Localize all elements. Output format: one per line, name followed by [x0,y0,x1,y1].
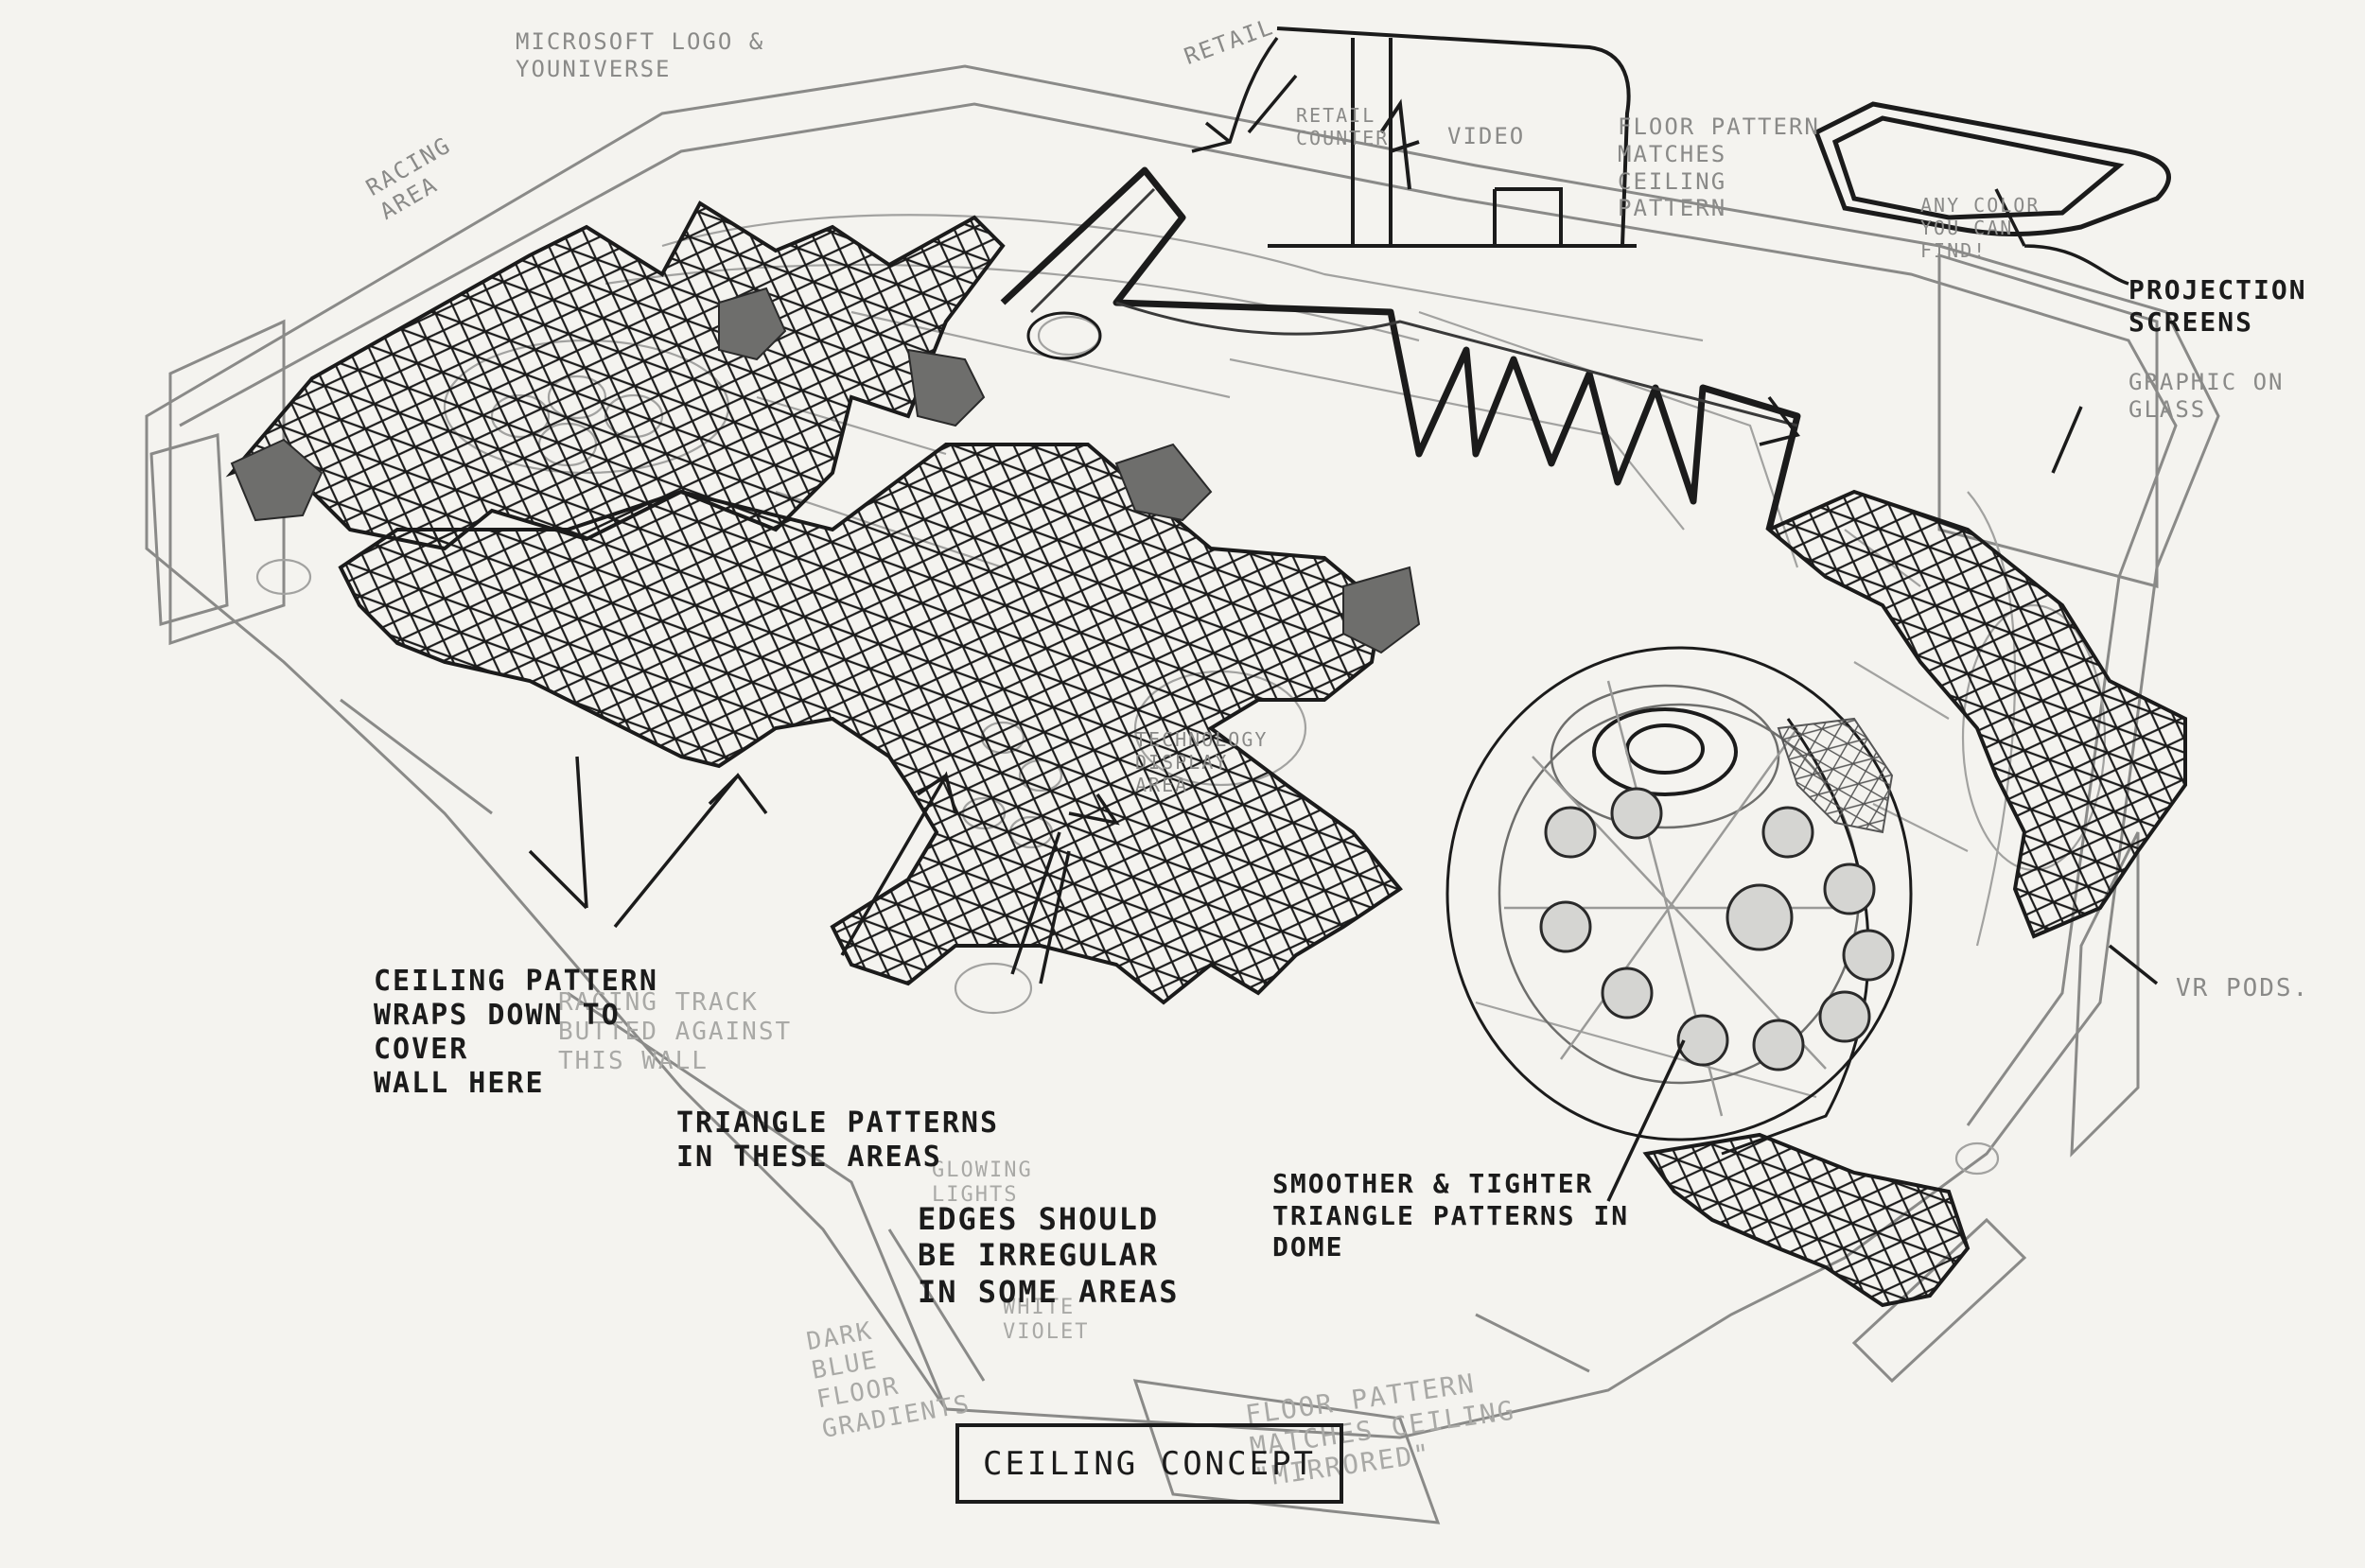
note-violet: WHITE VIOLET [1003,1296,1090,1345]
note-racing-track: RACING TRACK BUTTED AGAINST THIS WALL [558,988,793,1076]
vr-pod-ring [1539,787,1895,1071]
note-glowing: GLOWING LIGHTS [932,1159,1033,1208]
ceiling-panel-left [225,200,1006,551]
note-ceiling-wraps: CEILING PATTERN WRAPS DOWN TO COVER WALL… [374,965,658,1100]
retail-inner-wall [1029,187,1798,427]
note-vr-pods: VR PODS. [2176,974,2310,1002]
retail-zigzag-wall [1000,166,1801,531]
note-triangle-patterns: TRIANGLE PATTERNS IN THESE AREAS [676,1106,1000,1174]
ceiling-panel-bottom [1642,1132,1971,1308]
projection-screen-ring [1813,101,2171,236]
note-projection-screens: PROJECTION SCREENS [2128,274,2307,338]
ceiling-panel-right [1765,489,2187,939]
note-retail-counter: RETAIL COUNTER [1296,104,1390,149]
page-title: CEILING CONCEPT [982,1444,1317,1483]
retail-elevation [1268,26,1637,248]
title-block: CEILING CONCEPT [955,1423,1343,1504]
note-any-color: ANY COLOR YOU CAN FIND! [1920,194,2041,262]
dome-lattice [1777,717,1894,834]
note-graphic-on-glass: GRAPHIC ON GLASS [2128,369,2285,423]
dome [1445,646,1913,1156]
note-floor-pattern-matches: FLOOR PATTERN MATCHES CEILING PATTERN [1618,113,1820,222]
note-smoother-tighter: SMOOTHER & TIGHTER TRIANGLE PATTERNS IN … [1272,1168,1630,1263]
note-edges-irregular: EDGES SHOULD BE IRREGULAR IN SOME AREAS [918,1201,1180,1310]
shaded-nodes [230,287,1421,654]
note-video: VIDEO [1447,123,1526,149]
ceiling-lattice [225,200,2187,1308]
note-microsoft-logo: MICROSOFT LOGO & YOUNIVERSE [516,28,765,82]
ceiling-panel-center [338,443,1403,1005]
leader-arrows [528,36,2159,1202]
retail-counter-disk [1026,311,1102,360]
note-technology-display: TECHNOLOGY DISPLAY AREA [1135,728,1269,796]
